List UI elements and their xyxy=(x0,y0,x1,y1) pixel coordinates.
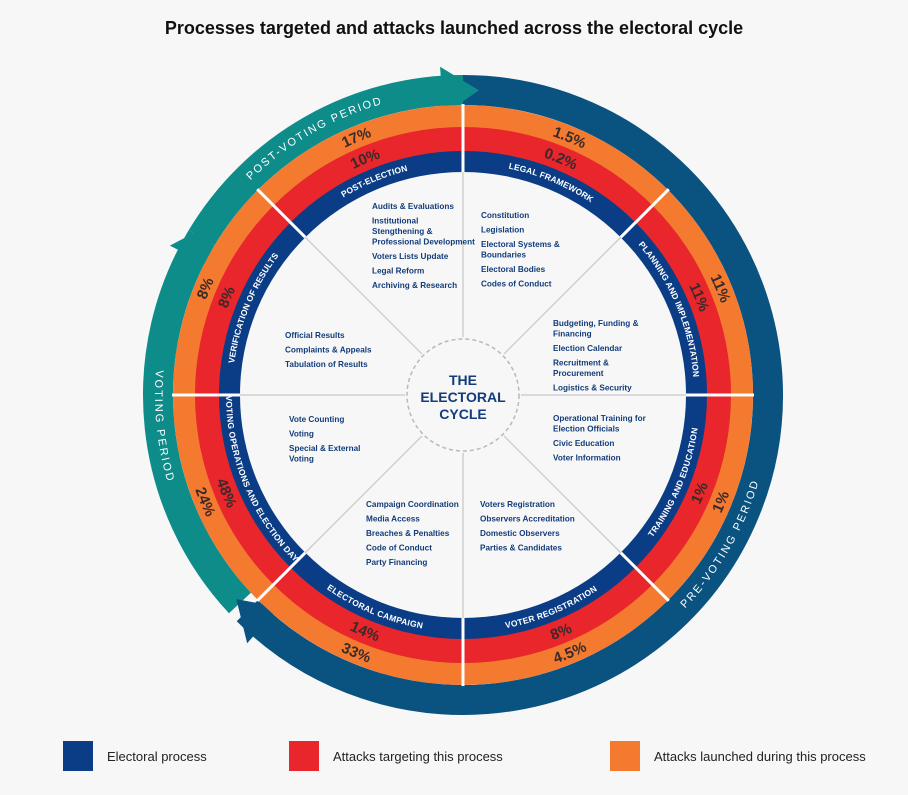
list-item: Domestic Observers xyxy=(480,529,560,538)
list-item: Legislation xyxy=(481,226,524,235)
list-item: Election Calendar xyxy=(553,344,623,353)
launched-percent: 8% xyxy=(193,275,217,301)
list-item: Constitution xyxy=(481,211,529,220)
list-item: Party Financing xyxy=(366,558,427,567)
period-arc-pre-voting xyxy=(236,75,783,715)
legend-item-process: Electoral process xyxy=(63,740,207,772)
list-item: Financing xyxy=(553,330,592,339)
disc-divider xyxy=(503,236,622,355)
legend-label-targeted: Attacks targeting this process xyxy=(333,748,503,764)
list-item: Electoral Bodies xyxy=(481,265,546,274)
list-item: Procurement xyxy=(553,369,604,378)
post-voting-arrow-icon xyxy=(440,66,479,115)
ring-divider xyxy=(256,551,307,602)
legend-swatch-launched xyxy=(610,741,640,771)
list-item: Special & External xyxy=(289,444,360,453)
list-item: Voters Lists Update xyxy=(372,252,449,261)
center-label-line: THE xyxy=(449,372,477,388)
legend-item-launched: Attacks launched during this process xyxy=(610,740,866,772)
center-label-line: ELECTORAL xyxy=(420,389,506,405)
legend-label-launched: Attacks launched during this process xyxy=(654,748,866,764)
ring-divider xyxy=(256,188,307,239)
legend-label-process: Electoral process xyxy=(107,748,207,764)
disc-divider xyxy=(503,435,622,554)
list-item: Voters Registration xyxy=(480,500,555,509)
pre-voting-arrow-icon xyxy=(236,599,279,644)
voting-arrow-icon xyxy=(169,224,213,268)
list-item: Logistics & Security xyxy=(553,384,632,393)
list-item: Legal Reform xyxy=(372,267,424,276)
list-item: Voter Information xyxy=(553,454,621,463)
list-item: Voting xyxy=(289,455,314,464)
list-item: Electoral Systems & xyxy=(481,240,560,249)
list-item: Codes of Conduct xyxy=(481,280,552,289)
list-item: Audits & Evaluations xyxy=(372,202,454,211)
period-arc-voting xyxy=(143,230,251,614)
center-circle xyxy=(406,338,520,452)
list-item: Campaign Coordination xyxy=(366,500,459,509)
list-item: Stengthening & xyxy=(372,227,433,236)
list-item: Boundaries xyxy=(481,251,526,260)
list-item: Archiving & Research xyxy=(372,281,457,290)
list-item: Institutional xyxy=(372,217,418,226)
disc-divider xyxy=(304,236,423,355)
list-item: Budgeting, Funding & xyxy=(553,319,639,328)
list-item: Operational Training for xyxy=(553,414,647,423)
period-arc-post-voting xyxy=(188,75,464,246)
ring-divider xyxy=(619,188,670,239)
disc-divider xyxy=(304,435,423,554)
targeted-percent: 8% xyxy=(215,284,239,310)
list-item: Complaints & Appeals xyxy=(285,346,372,355)
ring-divider xyxy=(619,551,670,602)
list-item: Professional Development xyxy=(372,238,475,247)
legend: Electoral process Attacks targeting this… xyxy=(0,740,908,772)
legend-swatch-targeted xyxy=(289,741,319,771)
list-item: Media Access xyxy=(366,515,420,524)
list-item: Election Officials xyxy=(553,425,620,434)
list-item: Breaches & Penalties xyxy=(366,529,450,538)
list-item: Tabulation of Results xyxy=(285,360,368,369)
legend-swatch-process xyxy=(63,741,93,771)
list-item: Official Results xyxy=(285,331,345,340)
list-item: Observers Accreditation xyxy=(480,515,575,524)
center-label-line: CYCLE xyxy=(439,406,486,422)
page-title: Processes targeted and attacks launched … xyxy=(164,18,744,38)
targeted-percent: 8% xyxy=(548,619,574,643)
list-item: Voting xyxy=(289,430,314,439)
list-item: Parties & Candidates xyxy=(480,544,562,553)
legend-item-targeted: Attacks targeting this process xyxy=(289,740,503,772)
list-item: Code of Conduct xyxy=(366,544,432,553)
list-item: Vote Counting xyxy=(289,415,344,424)
list-item: Recruitment & xyxy=(553,359,609,368)
list-item: Civic Education xyxy=(553,439,614,448)
